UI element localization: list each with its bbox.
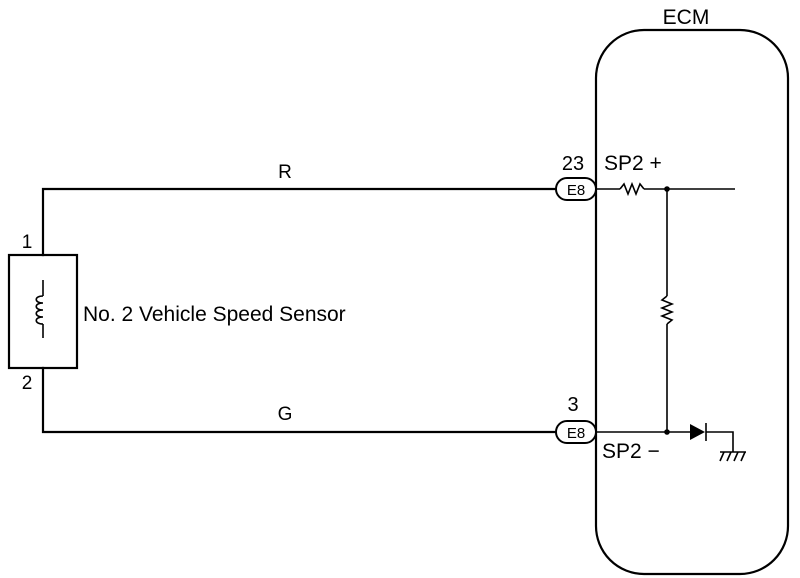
connector-top-pin: 23 [562,153,584,175]
ecm-title: ECM [663,6,710,29]
sensor-label: No. 2 Vehicle Speed Sensor [83,303,346,326]
connector-bottom-pin: 3 [567,394,578,416]
wire-red [41,187,558,257]
terminal-sp2-minus: SP2 − [602,440,660,463]
ground-icon [719,451,746,462]
sensor-coil-icon [35,280,44,338]
resistor-vertical-icon [659,295,675,325]
sensor-pin-2: 2 [22,373,33,394]
speed-sensor-box [7,253,79,370]
wire-green [41,366,558,434]
connector-bottom-id: E8 [567,425,585,442]
wire-color-top: R [278,162,292,183]
resistor-top-icon [619,181,645,197]
sensor-pin-1: 1 [22,232,33,253]
terminal-sp2-plus: SP2 + [604,152,662,175]
connector-top-id: E8 [567,182,585,199]
ecm-box [594,28,790,576]
ground-wire [706,431,734,452]
diode-icon [690,423,707,441]
wire-color-bottom: G [278,404,293,425]
